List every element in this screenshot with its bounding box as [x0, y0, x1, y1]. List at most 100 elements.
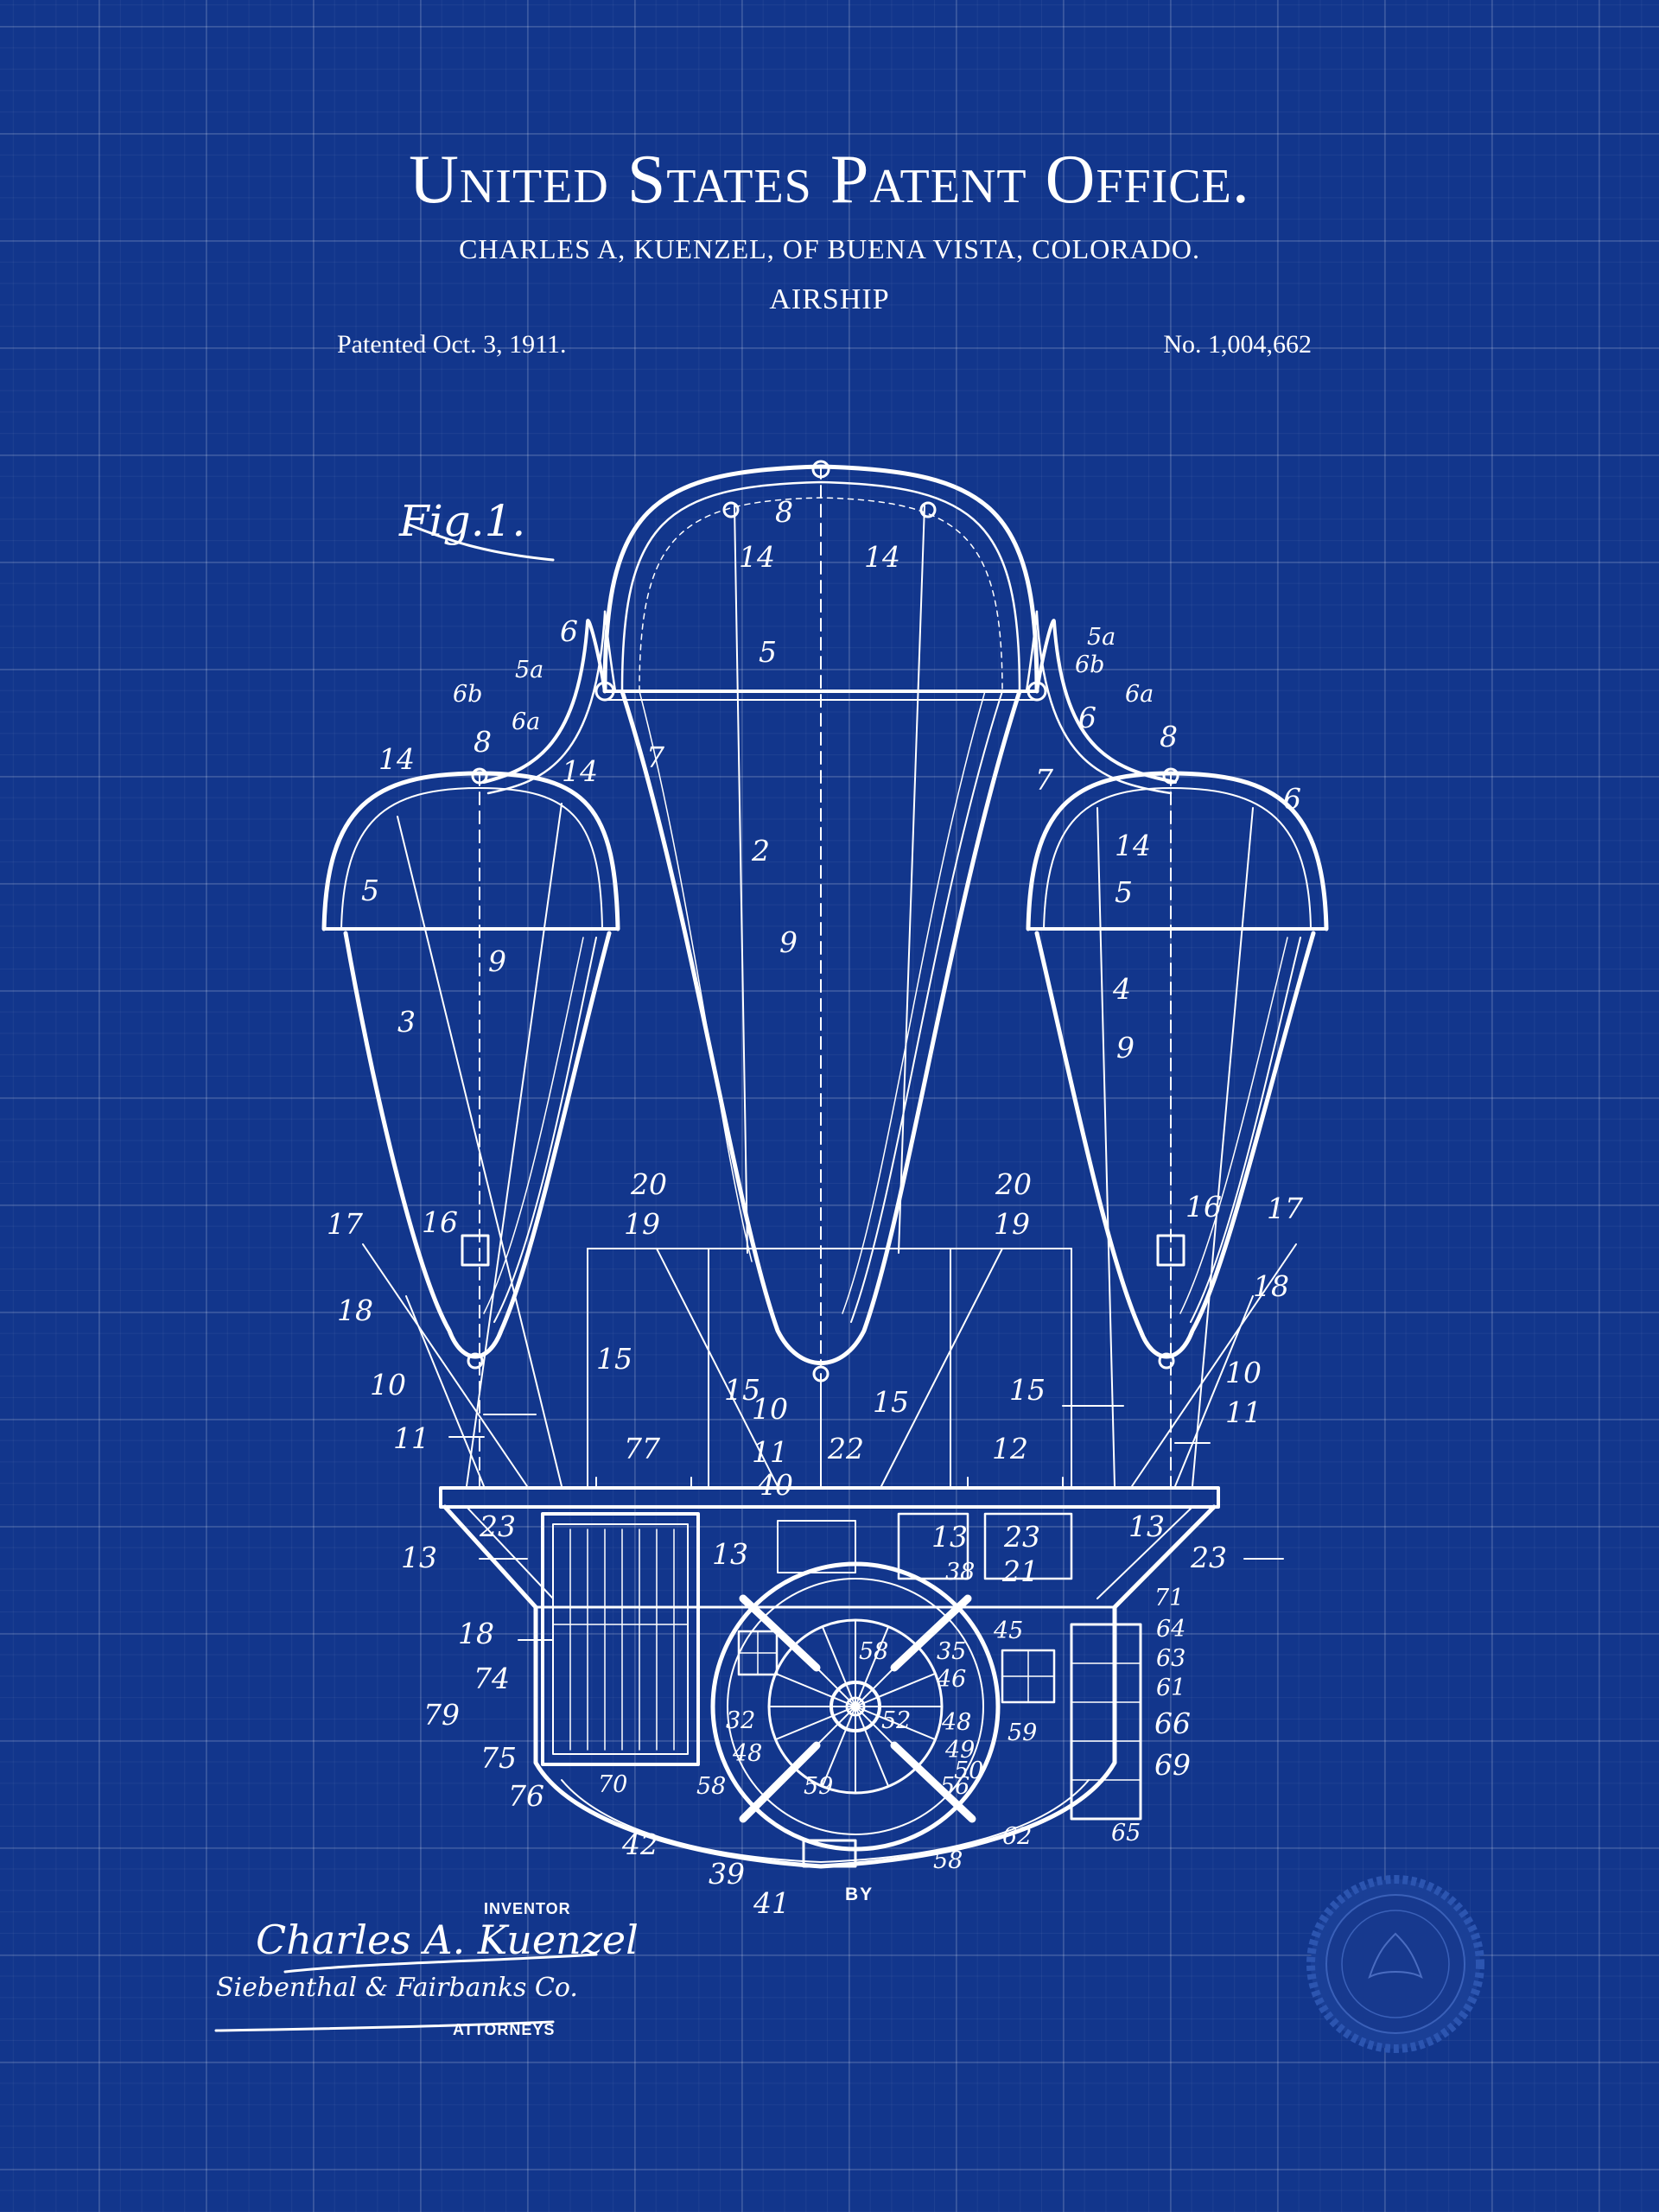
ref-numeral: 8 [474, 725, 492, 759]
ref-numeral: 13 [931, 1520, 968, 1554]
signature-flourish [214, 522, 598, 2032]
ref-numeral: 3 [397, 1005, 416, 1039]
suspension-rigging [362, 1243, 1297, 1487]
ref-numeral: 8 [775, 495, 793, 529]
central-gas-bag [594, 460, 1047, 1382]
ref-numeral: 18 [337, 1294, 373, 1327]
ref-numeral: 7 [1035, 763, 1053, 797]
ref-numeral: 14 [378, 742, 415, 776]
ref-numeral: 5 [361, 874, 379, 907]
ref-numeral: 14 [864, 540, 900, 574]
ref-numeral: 12 [992, 1432, 1028, 1465]
ref-numeral: 18 [458, 1617, 494, 1650]
ref-numeral: 18 [1253, 1269, 1289, 1303]
ref-numeral: 20 [995, 1167, 1032, 1201]
ref-numeral: 69 [1154, 1748, 1191, 1782]
ref-numeral: 63 [1156, 1645, 1186, 1672]
ref-numeral: 9 [488, 944, 506, 978]
ref-numeral: 5 [1115, 875, 1133, 909]
ref-numeral: 62 [1002, 1823, 1033, 1850]
ref-numeral: 75 [480, 1741, 517, 1775]
ref-numeral: 10 [370, 1368, 406, 1402]
ref-numeral: 40 [757, 1468, 793, 1502]
ref-numeral: 9 [779, 925, 798, 959]
ref-numeral: 71 [1154, 1585, 1185, 1611]
ref-numeral: 6 [1283, 782, 1301, 816]
ref-numeral: 11 [1225, 1395, 1262, 1429]
ref-numeral: 23 [1004, 1520, 1040, 1554]
ref-numeral: 13 [712, 1537, 748, 1571]
ref-numeral: 23 [480, 1510, 516, 1543]
ref-numeral: 5 [759, 635, 777, 669]
ref-numeral: 9 [1116, 1031, 1135, 1065]
ref-numeral: 74 [474, 1662, 510, 1695]
ref-numeral: 70 [598, 1771, 628, 1798]
patent-date: Patented Oct. 3, 1911. [337, 330, 567, 359]
ref-numeral: 6b [1075, 652, 1105, 678]
ref-numeral: 61 [1156, 1675, 1186, 1701]
ref-numeral: 8 [1160, 720, 1178, 753]
ref-numeral: 17 [1267, 1192, 1303, 1225]
ref-numeral: 14 [562, 754, 598, 788]
ref-numeral: 56 [940, 1773, 970, 1800]
ref-numeral: 42 [622, 1827, 658, 1861]
ref-numeral: 35 [937, 1638, 967, 1665]
ref-numeral: 76 [508, 1779, 544, 1813]
ref-numeral: 19 [994, 1207, 1030, 1241]
ref-numeral: 6 [1078, 701, 1096, 734]
inventor-caption: INVENTOR [484, 1900, 571, 1917]
right-gas-bag [1026, 767, 1329, 1487]
ref-numeral: 7 [646, 741, 664, 774]
patent-office-title: United States Patent Office. [409, 142, 1250, 218]
ref-numeral: 59 [1007, 1719, 1038, 1746]
ref-numeral: 46 [937, 1666, 967, 1693]
attorneys-signature: Siebenthal & Fairbanks Co. [216, 1973, 578, 2003]
invention-title: AIRSHIP [769, 283, 890, 315]
ref-numeral: 58 [859, 1638, 889, 1665]
ref-numeral: 15 [724, 1373, 760, 1407]
ref-numeral: 6 [560, 614, 578, 648]
ref-numeral: 39 [709, 1857, 745, 1891]
ref-numeral: 15 [596, 1342, 632, 1376]
ref-numeral: 10 [752, 1392, 788, 1426]
ref-numeral: 79 [423, 1698, 460, 1732]
ref-numeral: 13 [401, 1541, 437, 1574]
ref-numeral: 14 [1115, 829, 1151, 862]
attorneys-caption: ATTORNEYS [453, 2021, 556, 2038]
ref-numeral: 15 [873, 1385, 909, 1419]
patent-seal-icon [1306, 1875, 1484, 2053]
ref-numeral: 11 [752, 1435, 788, 1469]
ref-numeral: 11 [393, 1421, 429, 1455]
figure-label: Fig.1. [399, 496, 526, 546]
ref-numeral: 19 [624, 1207, 660, 1241]
inventor-signature: Charles A. Kuenzel [256, 1916, 639, 1963]
ref-numeral: 6a [512, 709, 541, 735]
leader-arrows [448, 1405, 1284, 1641]
ref-numeral: 58 [696, 1773, 727, 1800]
ref-numeral: 6b [453, 681, 483, 708]
ref-numeral: 58 [933, 1847, 963, 1874]
propeller-wheel [710, 1561, 1001, 1868]
gondola-car [439, 1477, 1220, 1869]
ref-numeral: 5a [1087, 624, 1116, 651]
ref-numeral: 64 [1156, 1616, 1186, 1643]
ref-numeral: 6a [1125, 681, 1154, 708]
ref-numeral: 59 [804, 1773, 834, 1800]
ref-numeral: 48 [942, 1709, 972, 1736]
ref-numeral: 5a [515, 657, 544, 683]
ref-numeral: 77 [624, 1432, 660, 1465]
ref-numeral: 45 [994, 1618, 1024, 1644]
ref-numeral: 32 [726, 1707, 756, 1734]
ref-numeral: 16 [1185, 1190, 1222, 1224]
ref-numeral: 38 [945, 1559, 976, 1586]
ref-numeral: 21 [1002, 1554, 1039, 1588]
ref-numeral: 50 [954, 1758, 984, 1784]
ref-numeral: 65 [1111, 1820, 1141, 1847]
ref-numeral: 20 [631, 1167, 667, 1201]
connecting-tubes [482, 610, 1177, 795]
ref-numeral: 2 [752, 834, 770, 868]
ref-numeral: 23 [1191, 1541, 1227, 1574]
ref-numeral: 10 [1225, 1356, 1262, 1389]
